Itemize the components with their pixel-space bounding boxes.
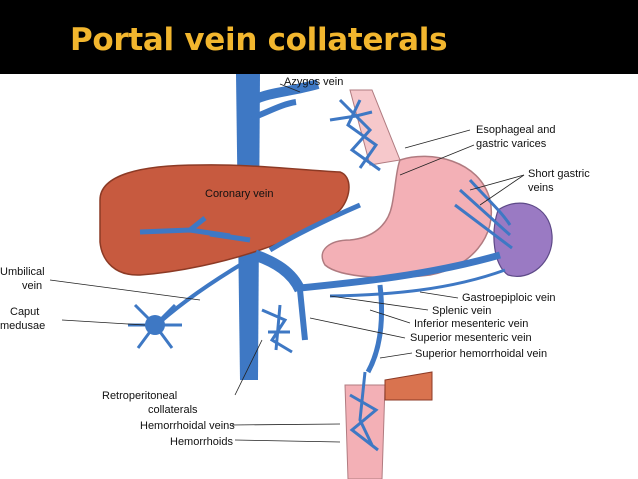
umbilical-vein <box>158 260 247 324</box>
liver <box>99 164 350 276</box>
hemorrhoidal-veins-label: Hemorrhoidal veins <box>140 420 235 432</box>
hemorrhoids-label: Hemorrhoids <box>170 436 233 448</box>
title-bar: Portal vein collaterals <box>0 0 638 74</box>
slide-title: Portal vein collaterals <box>70 22 448 58</box>
retroperitoneal-collaterals-label-1: Retroperitoneal <box>102 390 178 402</box>
stomach <box>321 155 493 279</box>
caput-medusae-label-1: Caput <box>10 306 40 318</box>
splenic-vein <box>299 251 501 292</box>
splenic-vein-label: Splenic vein <box>432 305 492 317</box>
umbilical-vein-label-2: vein <box>22 280 43 292</box>
gastroepiploic-vein-label: Gastroepiploic vein <box>462 292 556 304</box>
azygos-vein-label: Azygos vein <box>284 76 344 88</box>
retroperitoneal-collaterals-label-2: collaterals <box>148 404 198 416</box>
short-gastric-label-2: veins <box>528 182 554 194</box>
inferior-mesenteric-vein <box>365 284 384 374</box>
portal-vein-diagram <box>49 74 553 479</box>
azygos-vein <box>251 79 320 105</box>
superior-mesenteric-vein <box>297 289 308 341</box>
superior-mesenteric-vein-label: Superior mesenteric vein <box>410 332 532 344</box>
esophageal-varices-label-1: Esophageal and <box>476 124 556 136</box>
superior-hemorrhoidal-vein-label: Superior hemorrhoidal vein <box>415 348 548 360</box>
inferior-mesenteric-vein-label: Inferior mesenteric vein <box>414 318 529 330</box>
coronary-vein <box>268 202 361 253</box>
short-gastric-label-1: Short gastric <box>528 168 590 180</box>
coronary-vein-label: Coronary vein <box>205 188 274 200</box>
hemorrhoidal-veins <box>349 371 379 452</box>
umbilical-vein-label-1: Umbilical <box>0 266 45 278</box>
retroperitoneal-collaterals <box>261 304 293 354</box>
portal-vein <box>253 249 306 293</box>
esophageal-varices-label-2: gastric varices <box>476 138 547 150</box>
gastroepiploic-vein <box>329 268 506 298</box>
caput-medusae-label-2: medusae <box>0 320 46 332</box>
diagram-panel <box>0 74 638 479</box>
